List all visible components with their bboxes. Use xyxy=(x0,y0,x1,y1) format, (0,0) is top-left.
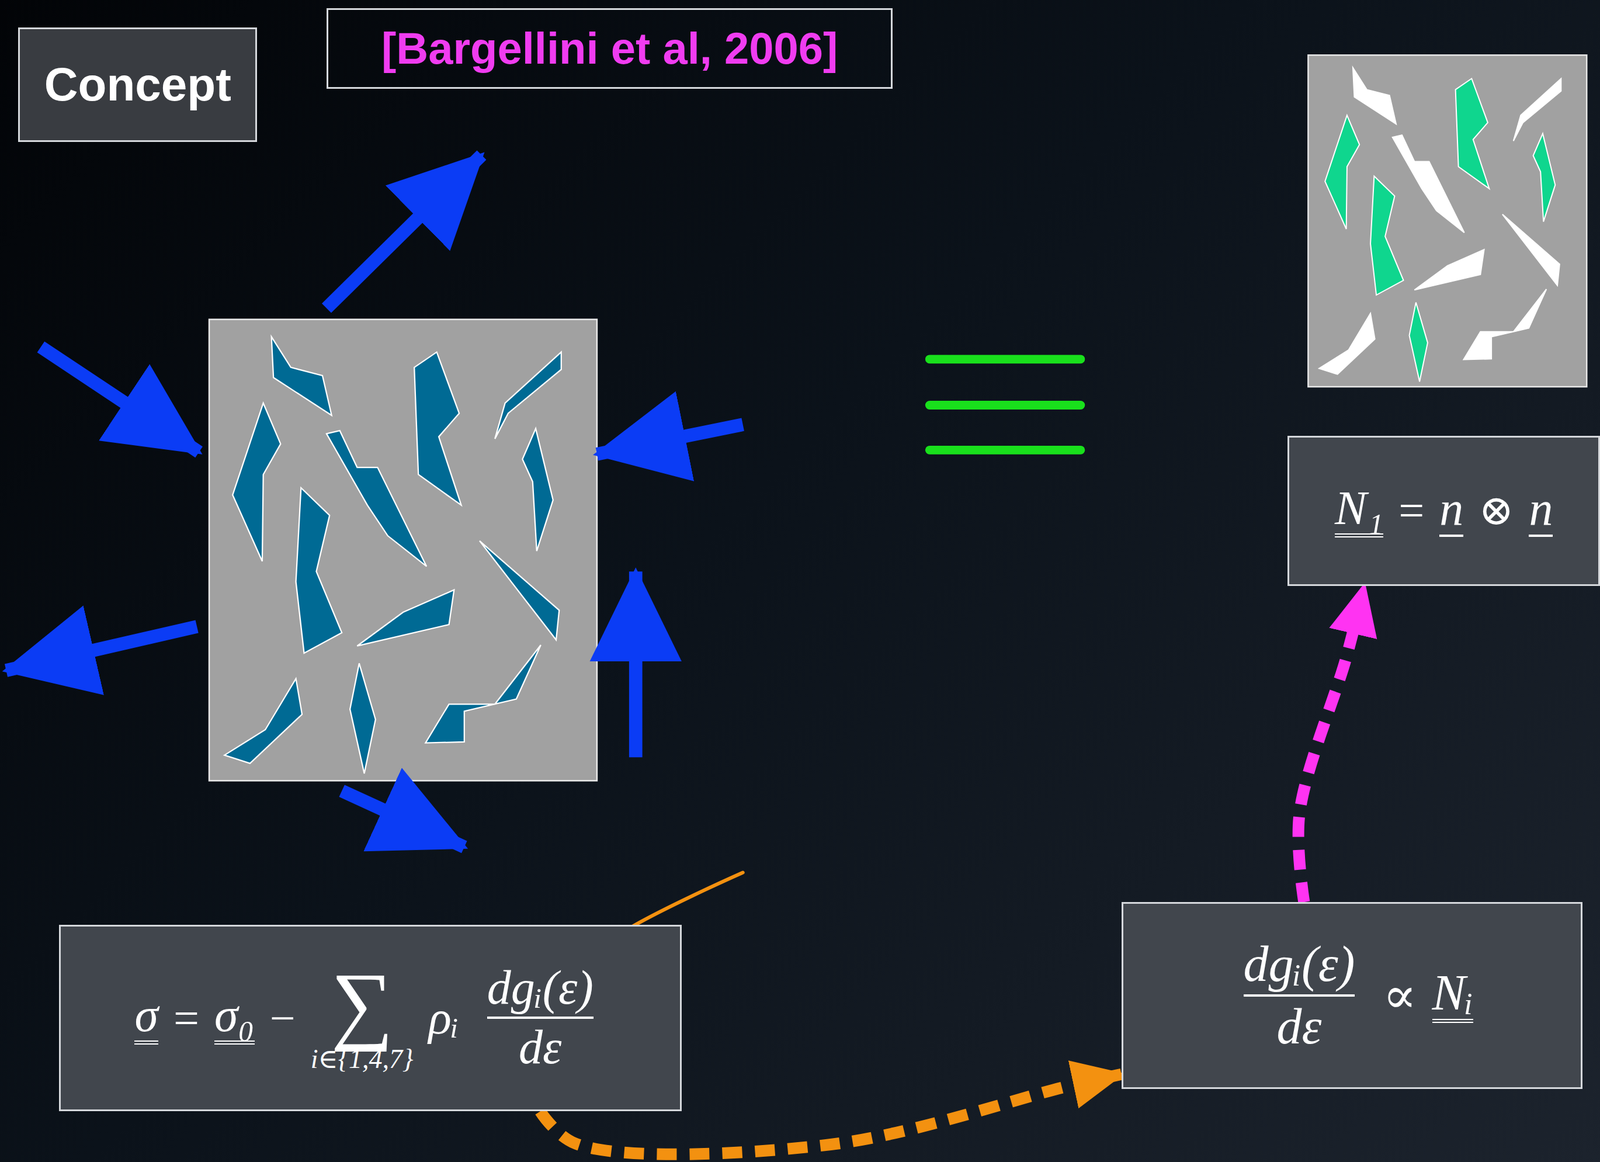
math-symbol: − xyxy=(269,993,296,1044)
math-term: n xyxy=(1528,484,1553,537)
math-term: − xyxy=(269,993,296,1044)
math-symbol: i∈{1,4,7} xyxy=(310,1044,414,1075)
dashed-arrow xyxy=(1298,585,1365,903)
equivalence-sign xyxy=(929,359,1081,450)
math-term: = xyxy=(173,993,200,1044)
math-term: [Bargellini et al, 2006] xyxy=(381,23,838,74)
math-term: = xyxy=(1398,485,1425,536)
math-symbol: ⊗ xyxy=(1478,487,1514,534)
math-term: σ₀ xyxy=(214,991,255,1045)
math-symbol: ∝ xyxy=(1382,967,1417,1024)
fraction: dgᵢ(ε) dε xyxy=(1243,936,1356,1054)
equivalent-sample xyxy=(1307,54,1587,387)
crack-set xyxy=(224,336,561,774)
math-symbol: dgᵢ(ε) xyxy=(1243,936,1356,992)
math-term: ∝ xyxy=(1382,967,1417,1024)
summation: ∑i∈{1,4,7} xyxy=(310,961,414,1075)
formula-box: N₁ = n ⊗ n xyxy=(1287,435,1600,586)
math-term: ⊗ xyxy=(1478,487,1514,534)
math-symbol: n xyxy=(1439,484,1464,537)
math-symbol: n xyxy=(1528,484,1553,537)
heading-text: Concept xyxy=(44,58,232,111)
heading-text: [Bargellini et al, 2006] xyxy=(381,23,838,74)
math-symbol: = xyxy=(173,993,200,1044)
fraction-bar xyxy=(487,1016,594,1019)
math-symbol: Nᵢ xyxy=(1432,967,1474,1023)
math-symbol: = xyxy=(1398,485,1425,536)
fraction-bar xyxy=(1243,994,1356,997)
fraction: dgᵢ(ε) dε xyxy=(487,961,594,1074)
math-symbol: dε xyxy=(1276,998,1322,1055)
math-term: Nᵢ xyxy=(1432,967,1474,1023)
load-arrows xyxy=(5,155,743,848)
math-symbol: ∑ xyxy=(330,961,394,1046)
math-term: N₁ xyxy=(1334,484,1384,538)
math-symbol: dgᵢ(ε) xyxy=(487,961,594,1015)
math-symbol: N₁ xyxy=(1334,484,1384,538)
math-term: Concept xyxy=(44,58,232,111)
citation-box: [Bargellini et al, 2006] xyxy=(326,8,893,89)
math-symbol: σ₀ xyxy=(214,991,255,1045)
formula-box: dgᵢ(ε) dε ∝ Nᵢ xyxy=(1121,901,1584,1089)
math-symbol: ρᵢ xyxy=(428,991,459,1044)
math-term: σ xyxy=(134,991,158,1045)
math-symbol: σ xyxy=(134,991,158,1045)
math-symbol: dε xyxy=(518,1021,562,1074)
math-term: ρᵢ xyxy=(428,991,459,1044)
title-box: Concept xyxy=(18,27,258,142)
math-term: n xyxy=(1439,484,1464,537)
formula-box: σ = σ₀−∑i∈{1,4,7} ρᵢ dgᵢ(ε) dε xyxy=(58,924,682,1112)
